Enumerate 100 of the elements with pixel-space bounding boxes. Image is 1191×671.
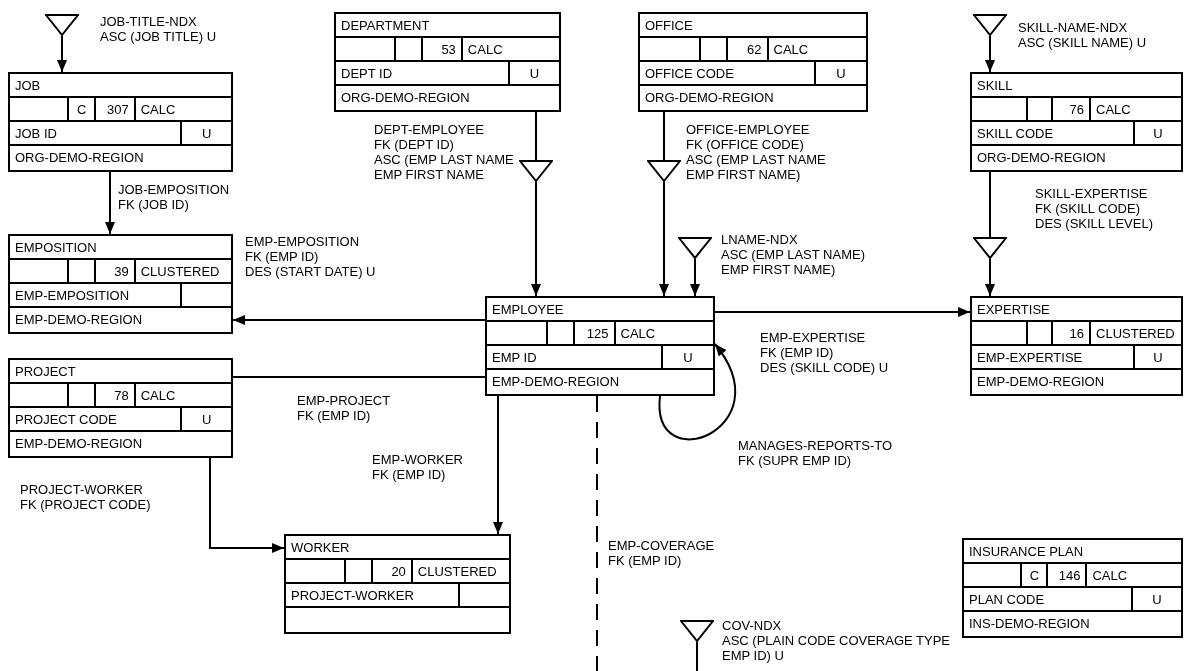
key-field: DEPT ID (336, 62, 508, 84)
record-length: 39 (93, 260, 134, 282)
dashed-line (596, 395, 598, 671)
edge-label: EMP-EMPOSITION FK (EMP ID) DES (START DATE) U (245, 234, 376, 279)
index-symbol (680, 620, 714, 642)
edge-label: PROJECT-WORKER FK (PROJECT CODE) (20, 482, 151, 512)
arrow (985, 258, 995, 297)
duplicate-flag: U (507, 62, 559, 84)
key-field: PLAN CODE (964, 588, 1132, 610)
index-symbol (973, 14, 1007, 36)
index-label: JOB-TITLE-NDX ASC (JOB TITLE) U (100, 14, 217, 44)
key-field: EMP-EXPERTISE (972, 346, 1133, 368)
connector-line (696, 641, 698, 671)
arrow (659, 343, 736, 441)
connector-line (989, 171, 991, 238)
record-flag: C (67, 98, 94, 120)
record-box (8, 358, 233, 458)
edge-label: DEPT-EMPLOYEE FK (DEPT ID) ASC (EMP LAST NAME EMP FIRST NAME (374, 122, 514, 182)
area-name: ORG-DEMO-REGION (976, 149, 1107, 167)
location-mode: CLUSTERED (1089, 322, 1181, 344)
record-box (334, 12, 561, 112)
record-box (970, 72, 1183, 172)
location-mode: CALC (460, 38, 559, 60)
duplicate-flag: U (1132, 346, 1181, 368)
record-name: OFFICE (644, 17, 694, 35)
record-name: JOB (14, 77, 42, 95)
edge-label: SKILL-EXPERTISE FK (SKILL CODE) DES (SKILL LEVEL) (1035, 186, 1153, 231)
area-name: INS-DEMO-REGION (968, 615, 1091, 633)
arrow (57, 35, 67, 73)
index-label: COV-NDX ASC (PLAIN CODE COVERAGE TYPE EMP ID) U (722, 618, 951, 663)
record-box (970, 296, 1183, 396)
record-length: 20 (370, 560, 411, 582)
index-symbol (519, 160, 553, 182)
record-name: WORKER (290, 539, 351, 557)
duplicate-flag: U (180, 122, 231, 144)
area-name: ORG-DEMO-REGION (644, 89, 775, 107)
index-symbol (678, 237, 712, 259)
record-name: SKILL (976, 77, 1014, 95)
location-mode: CALC (1085, 564, 1181, 586)
key-field: JOB ID (10, 122, 181, 144)
location-mode: CALC (1089, 98, 1181, 120)
area-name: ORG-DEMO-REGION (340, 89, 471, 107)
record-flag: C (1020, 564, 1047, 586)
connector-line (663, 111, 665, 161)
record-name: EMPOSITION (14, 239, 98, 257)
key-field: PROJECT CODE (10, 408, 181, 430)
location-mode: CALC (766, 38, 866, 60)
arrow (690, 258, 700, 297)
area-name: EMP-DEMO-REGION (491, 373, 621, 391)
record-name: EMPLOYEE (491, 301, 565, 319)
record-length: 125 (572, 322, 614, 344)
record-box (8, 234, 233, 334)
index-symbol (45, 14, 79, 36)
location-mode: CALC (613, 322, 713, 344)
edge-label: EMP-EXPERTISE FK (EMP ID) DES (SKILL CODE) U (760, 330, 889, 375)
arrow (531, 181, 541, 297)
record-name: DEPARTMENT (340, 17, 431, 35)
key-field: EMP ID (487, 346, 661, 368)
record-box (284, 534, 511, 634)
record-length: 78 (93, 384, 134, 406)
record-length: 62 (725, 38, 767, 60)
area-name: EMP-DEMO-REGION (14, 435, 144, 453)
duplicate-flag: U (814, 62, 866, 84)
duplicate-flag: U (661, 346, 713, 368)
duplicate-flag: U (1132, 122, 1181, 144)
record-name: INSURANCE PLAN (968, 543, 1085, 561)
record-box (638, 12, 868, 112)
connector-line (232, 376, 486, 378)
record-length: 76 (1051, 98, 1089, 120)
record-name: EXPERTISE (976, 301, 1051, 319)
area-name: EMP-DEMO-REGION (14, 311, 144, 329)
connector-line (535, 111, 537, 161)
edge-label: EMP-COVERAGE FK (EMP ID) (608, 538, 715, 568)
location-mode: CALC (133, 384, 231, 406)
index-label: SKILL-NAME-NDX ASC (SKILL NAME) U (1018, 20, 1147, 50)
arrow (105, 171, 115, 235)
edge-label: MANAGES-REPORTS-TO FK (SUPR EMP ID) (738, 438, 893, 468)
arrow (493, 395, 503, 535)
index-symbol (647, 160, 681, 182)
area-name: EMP-DEMO-REGION (976, 373, 1106, 391)
index-symbol (973, 237, 1007, 259)
edge-label: JOB-EMPOSITION FK (JOB ID) (118, 182, 230, 212)
location-mode: CLUSTERED (410, 560, 509, 582)
record-box (8, 72, 233, 172)
edge-label: OFFICE-EMPLOYEE FK (OFFICE CODE) ASC (EMP LAST NAME EMP FIRST NAME) (686, 122, 826, 182)
record-box (962, 538, 1183, 638)
record-name: PROJECT (14, 363, 77, 381)
arrow (985, 35, 995, 73)
duplicate-flag: U (180, 408, 231, 430)
record-length: 307 (93, 98, 134, 120)
key-field: OFFICE CODE (640, 62, 814, 84)
record-length: 146 (1046, 564, 1086, 586)
arrow (232, 315, 486, 325)
key-field: EMP-EMPOSITION (10, 284, 181, 306)
area-name: ORG-DEMO-REGION (14, 149, 145, 167)
key-field: SKILL CODE (972, 122, 1133, 144)
record-length: 16 (1051, 322, 1089, 344)
arrow (714, 307, 971, 317)
edge-label: EMP-PROJECT FK (EMP ID) (297, 393, 391, 423)
location-mode: CLUSTERED (133, 260, 231, 282)
